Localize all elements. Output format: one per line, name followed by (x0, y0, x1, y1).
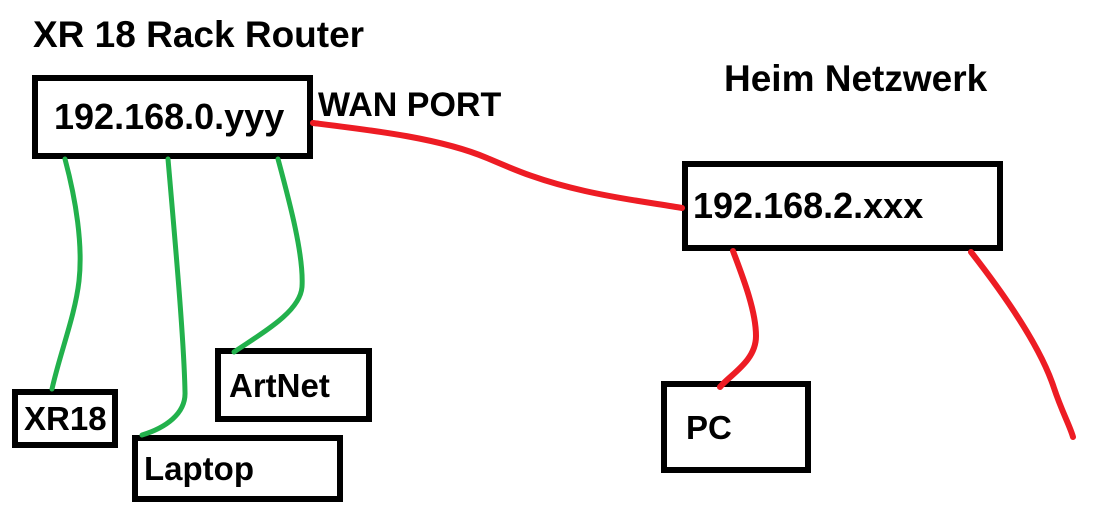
home-network-node-box: 192.168.2.xxx (682, 161, 1003, 251)
cable-router-to-xr18 (49, 156, 83, 392)
xr18-label: XR18 (24, 400, 107, 437)
cable-router-to-artnet (231, 156, 305, 355)
wan-port-label: WAN PORT (318, 86, 502, 124)
artnet-label: ArtNet (229, 366, 330, 404)
laptop-label: Laptop (144, 450, 254, 487)
artnet-node-box: ArtNet (215, 348, 372, 422)
home-ip-label: 192.168.2.xxx (693, 185, 924, 226)
laptop-node-box: Laptop (132, 435, 343, 502)
cable-home-to-pc (717, 248, 760, 390)
pc-node-box: PC (661, 381, 811, 473)
pc-label: PC (686, 408, 732, 446)
home-network-title: Heim Netzwerk (724, 58, 988, 99)
router-node-box: 192.168.0.yyy (32, 75, 313, 159)
cable-home-cable-right (968, 249, 1076, 440)
cable-router-to-laptop (139, 156, 188, 438)
cable-router-wan-to-home (310, 120, 685, 211)
router-ip-label: 192.168.0.yyy (54, 96, 285, 137)
xr18-node-box: XR18 (12, 389, 118, 448)
router-network-title: XR 18 Rack Router (33, 14, 365, 55)
